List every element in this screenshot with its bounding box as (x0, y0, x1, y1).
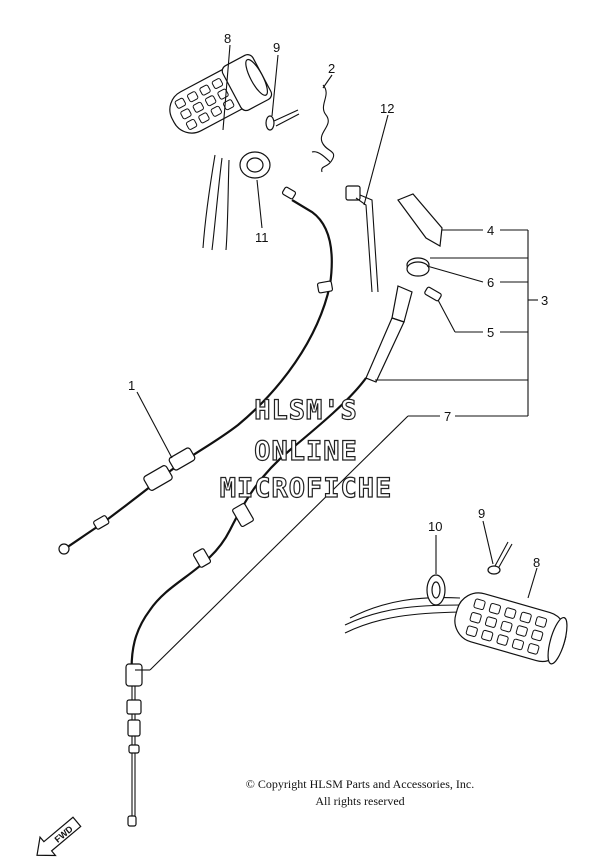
callout-washer: 10 (428, 519, 442, 534)
nut (406, 257, 430, 277)
callout-cable-tie: 12 (380, 101, 394, 116)
leader-lines (135, 44, 538, 671)
callout-grip-right: 8 (533, 555, 540, 570)
callout-bolt-left: 9 (273, 40, 280, 55)
callout-pin: 5 (487, 325, 494, 340)
callout-bolt-right: 9 (478, 506, 485, 521)
pin (424, 286, 442, 302)
callout-lever: 4 (487, 223, 494, 238)
right-grip-assembly (344, 592, 568, 665)
callout-numbers: 8 9 2 12 11 4 6 5 3 7 1 10 9 8 (128, 31, 548, 570)
watermark-line-1: HLSM'S (254, 395, 358, 426)
grip-collar (239, 151, 271, 179)
adjuster-housing (365, 285, 413, 383)
right-grip-bolt (487, 541, 513, 575)
right-washer (426, 574, 446, 606)
spring-clip (311, 84, 335, 173)
lever (397, 193, 443, 247)
watermark-line-3: MICROFICHE (220, 473, 393, 504)
watermark: HLSM'S ONLINE MICROFICHE (219, 394, 393, 504)
left-grip-bolt (265, 109, 300, 131)
cable-7 (125, 377, 367, 827)
callout-cable-7: 7 (444, 409, 451, 424)
copyright-line-2: All rights reserved (315, 794, 405, 808)
cable-tie (345, 185, 379, 293)
callout-grip-left: 8 (224, 31, 231, 46)
callout-cable-1: 1 (128, 378, 135, 393)
left-grip-assembly (169, 54, 273, 251)
callout-collar: 11 (255, 230, 269, 245)
watermark-line-2: ONLINE (254, 436, 358, 467)
fwd-arrow-icon: FWD (36, 816, 82, 857)
copyright-line-1: © Copyright HLSM Parts and Accessories, … (245, 777, 475, 791)
callout-assembly: 3 (541, 293, 548, 308)
callout-nut: 6 (487, 275, 494, 290)
cable-1 (58, 186, 334, 555)
callout-spring: 2 (328, 61, 335, 76)
